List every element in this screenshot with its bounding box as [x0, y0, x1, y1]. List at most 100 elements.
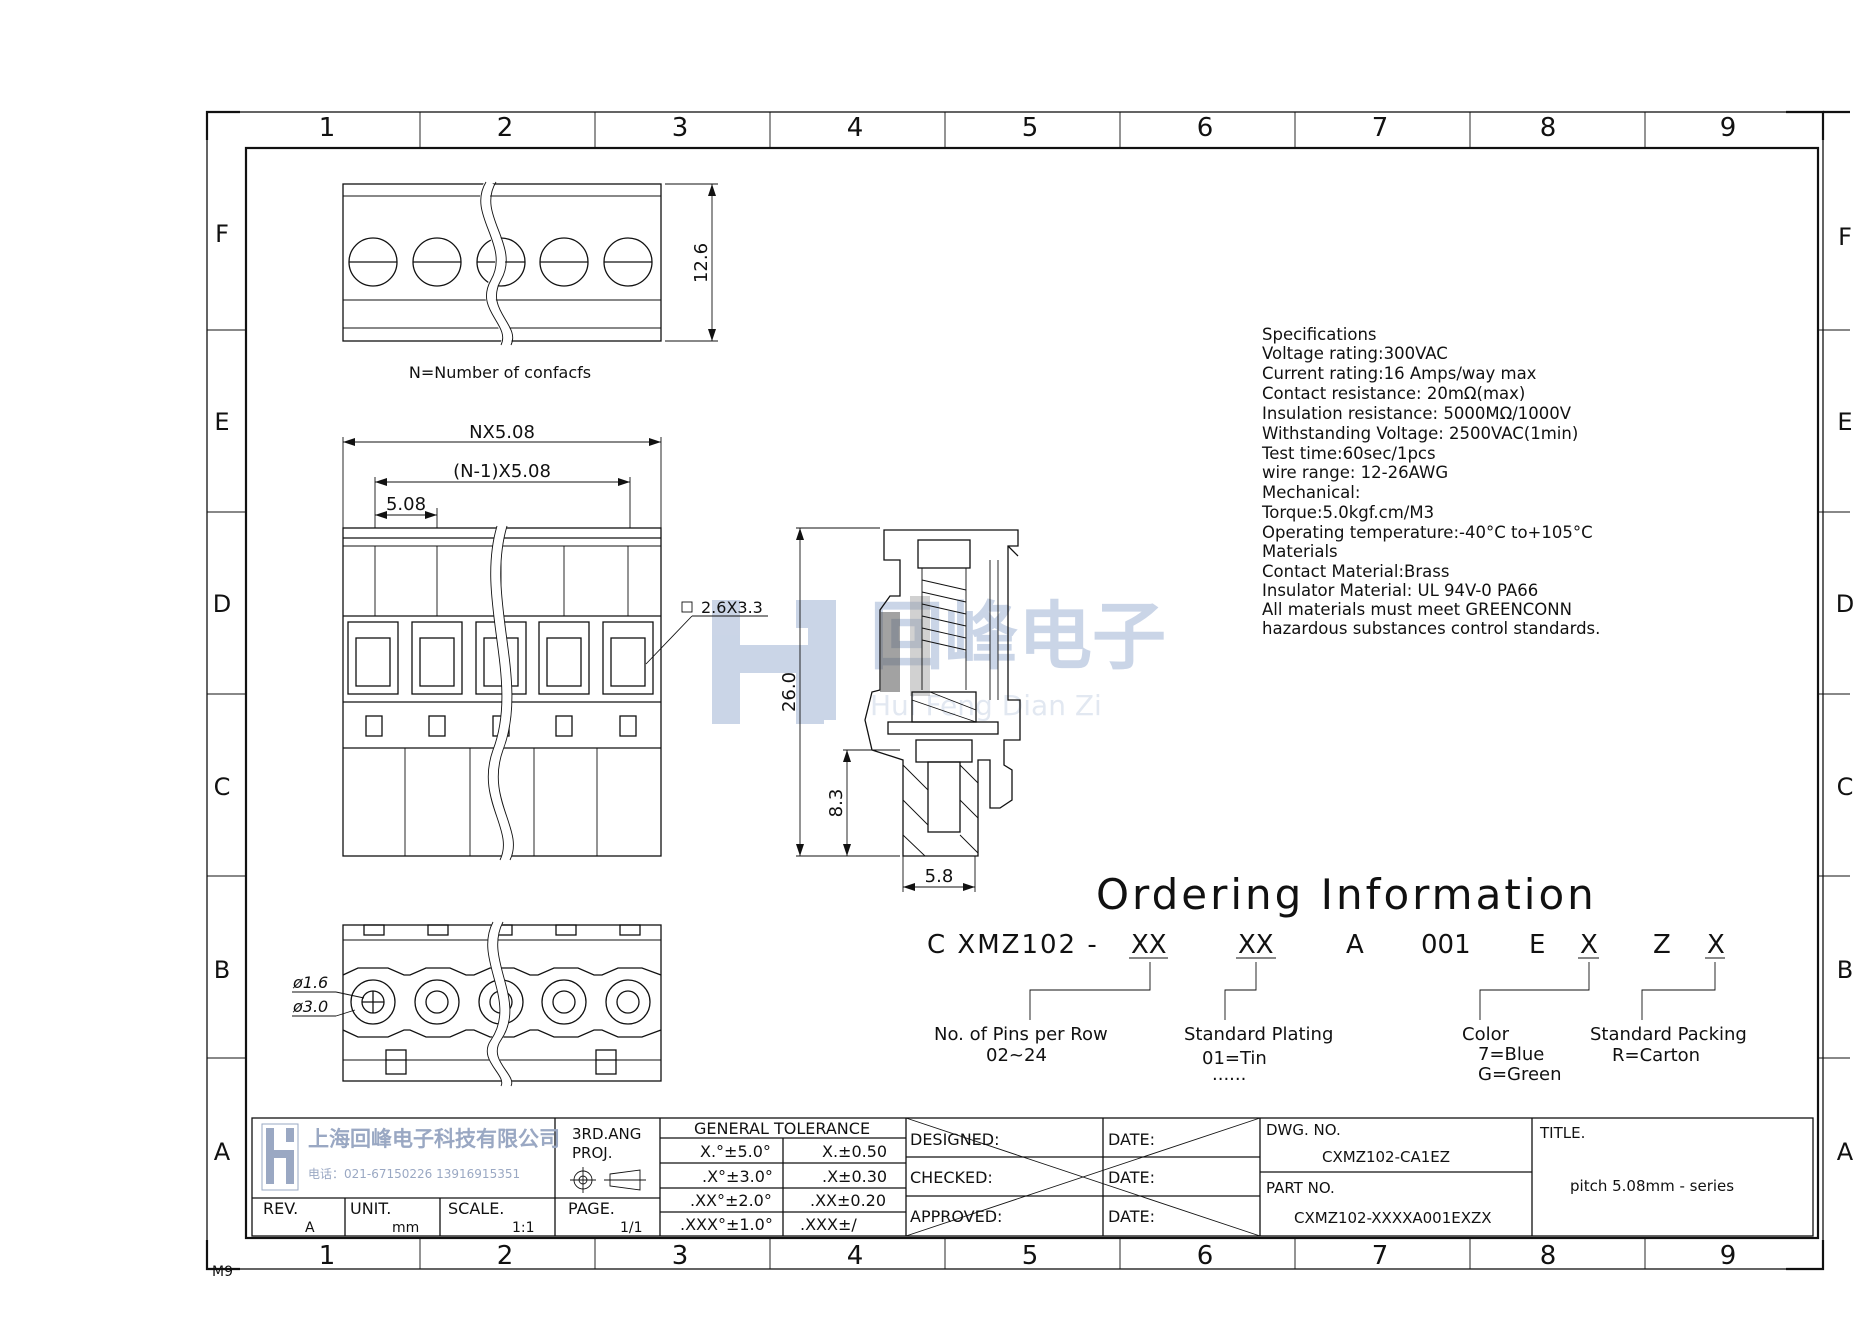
code-pins: XX	[1131, 930, 1167, 960]
tol-xxx-ang: .XX°±2.0°	[690, 1191, 772, 1210]
side-section-view: 26.0 8.3 5.8	[779, 527, 1021, 892]
front-view: NX5.08 (N-1)X5.08 5.08	[342, 422, 768, 863]
row-label: F	[1838, 223, 1852, 251]
dim-side-width: 5.8	[925, 866, 954, 887]
col-label: 4	[847, 113, 864, 143]
title-value: pitch 5.08mm - series	[1570, 1177, 1734, 1195]
hf-logo-watermark	[712, 600, 836, 724]
row-label: B	[1837, 956, 1853, 984]
col-label: 7	[1372, 1241, 1389, 1271]
dwg-label: DWG. NO.	[1266, 1121, 1341, 1139]
color-label: Color	[1462, 1024, 1510, 1045]
sheet-frame	[205, 110, 1850, 1271]
watermark-text: 回峰电子	[870, 594, 1166, 680]
col-label: 2	[497, 1241, 514, 1271]
col-label: 1	[319, 1241, 336, 1271]
row-label: E	[214, 408, 229, 436]
spec-line: Insulator Material: UL 94V-0 PA66	[1262, 581, 1538, 600]
dim-side-lower: 8.3	[826, 789, 847, 818]
col-label: 6	[1197, 113, 1214, 143]
col-label: 1	[319, 113, 336, 143]
col-label: 3	[672, 1241, 689, 1271]
dwg-value: CXMZ102-CA1EZ	[1322, 1148, 1450, 1166]
page-label: PAGE.	[568, 1199, 615, 1218]
row-label: D	[1836, 590, 1854, 618]
spec-line: Operating temperature:-40°C to+105°C	[1262, 523, 1593, 542]
unit-value: mm	[392, 1220, 419, 1236]
col-label: 2	[497, 113, 514, 143]
terminal-holes-bottom	[350, 979, 651, 1025]
dim-total-width: NX5.08	[469, 422, 535, 443]
tol-xx-ang: .X°±3.0°	[702, 1167, 773, 1186]
code-a: A	[1346, 930, 1364, 960]
spec-line: Contact resistance: 20mΩ(max)	[1262, 384, 1525, 403]
color-green: G=Green	[1478, 1064, 1562, 1085]
code-plating: XX	[1238, 930, 1274, 960]
column-labels-top: 1 2 3 4 5 6 7 8 9	[319, 113, 1737, 143]
packing-label: Standard Packing	[1590, 1024, 1747, 1045]
approved-label: APPROVED:	[910, 1207, 1002, 1226]
title-block: 上海回峰电子科技有限公司 电话：021-67150226 13916915351…	[251, 1117, 1814, 1237]
packing-value: R=Carton	[1612, 1045, 1700, 1066]
watermark-pinyin: Hui Feng Dian Zi	[870, 689, 1102, 722]
plating-more: ......	[1212, 1064, 1246, 1085]
dim-hole-large: ø3.0	[292, 997, 328, 1016]
page-value: 1/1	[620, 1220, 643, 1236]
title-label: TITLE.	[1539, 1124, 1585, 1142]
screw-holes-top	[348, 237, 653, 287]
dim-inner-width: (N-1)X5.08	[453, 461, 551, 482]
row-label: B	[214, 956, 230, 984]
row-label: A	[1837, 1138, 1854, 1166]
column-labels-bottom: 1 2 3 4 5 6 7 8 9	[319, 1241, 1737, 1271]
watermark: 回峰电子 Hui Feng Dian Zi	[712, 594, 1166, 724]
row-label: E	[1837, 408, 1852, 436]
specifications-block: Specifications Voltage rating:300VAC Cur…	[1261, 325, 1600, 638]
code-001: 001	[1421, 930, 1471, 960]
dim-pitch: 5.08	[386, 494, 426, 515]
part-label: PART NO.	[1266, 1179, 1335, 1197]
dim-height-top: 12.6	[691, 243, 712, 283]
proj-line1: 3RD.ANG	[572, 1125, 641, 1143]
spec-line: Insulation resistance: 5000MΩ/1000V	[1262, 404, 1572, 423]
spec-line: Torque:5.0kgf.cm/M3	[1261, 503, 1434, 522]
designed-label: DESIGNED:	[910, 1130, 1000, 1149]
projection-symbol-icon	[570, 1167, 646, 1193]
col-label: 7	[1372, 113, 1389, 143]
ordering-title: Ordering Information	[1096, 870, 1597, 919]
code-prefix: C XMZ102 -	[927, 930, 1099, 960]
bottom-view: ø1.6 ø3.0	[292, 919, 662, 1089]
spec-line: Current rating:16 Amps/way max	[1262, 364, 1537, 383]
spec-line: wire range: 12-26AWG	[1262, 463, 1448, 482]
col-label: 8	[1540, 113, 1557, 143]
spec-line: All materials must meet GREENCONN	[1262, 600, 1572, 619]
plating-value: 01=Tin	[1202, 1048, 1267, 1069]
spec-line: Voltage rating:300VAC	[1262, 344, 1448, 363]
row-label: C	[1837, 773, 1854, 801]
row-labels-right: F E D C B A	[1836, 223, 1854, 1166]
scale-label: SCALE.	[448, 1199, 504, 1218]
ordering-information: Ordering Information C XMZ102 - XX XX A …	[927, 870, 1747, 1085]
spec-line: Materials	[1262, 542, 1338, 561]
tolerance-title: GENERAL TOLERANCE	[694, 1119, 870, 1138]
tol-x-ang: X.°±5.0°	[700, 1142, 771, 1161]
top-view-note: N=Number of confacfs	[409, 363, 591, 382]
checked-label: CHECKED:	[910, 1168, 993, 1187]
row-label: D	[213, 590, 231, 618]
tol-xxx-lin: .XX±0.20	[810, 1191, 886, 1210]
col-label: 4	[847, 1241, 864, 1271]
company-logo-icon	[261, 1123, 299, 1191]
spec-line: Contact Material:Brass	[1262, 562, 1449, 581]
plating-label: Standard Plating	[1184, 1024, 1333, 1045]
row-labels-left: F E D C B A	[213, 220, 231, 1166]
company-phone: 电话：021-67150226 13916915351	[308, 1167, 520, 1181]
spec-line: hazardous substances control standards.	[1262, 619, 1600, 638]
code-e: E	[1529, 930, 1545, 960]
code-packing: X	[1707, 930, 1725, 960]
col-label: 9	[1720, 1241, 1737, 1271]
spec-line: Test time:60sec/1pcs	[1261, 444, 1436, 463]
row-label: C	[214, 773, 231, 801]
col-label: 3	[672, 113, 689, 143]
unit-label: UNIT.	[350, 1199, 391, 1218]
tol-xxxx-lin: .XXX±/	[800, 1215, 857, 1234]
col-label: 8	[1540, 1241, 1557, 1271]
